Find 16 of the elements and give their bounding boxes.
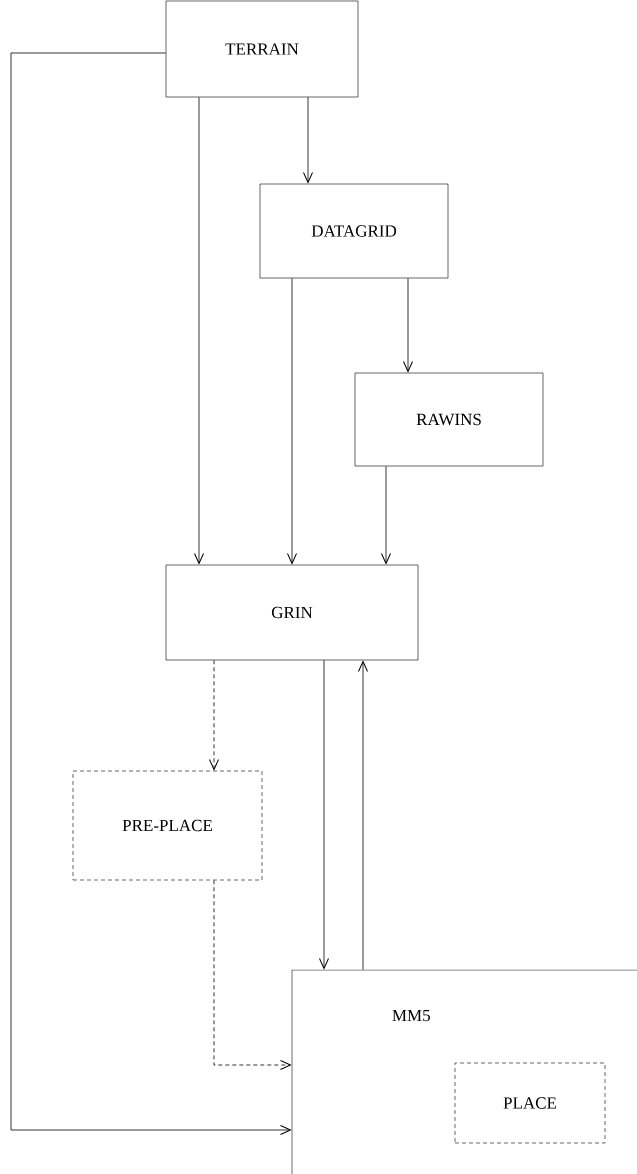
arrow bbox=[213, 879, 291, 1070]
arrow bbox=[287, 277, 297, 564]
arrow bbox=[381, 465, 391, 564]
arrow bbox=[358, 661, 368, 971]
dashed-box: PRE-PLACE bbox=[72, 770, 263, 881]
arrow bbox=[10, 52, 291, 1135]
process-box: GRIN bbox=[165, 564, 419, 661]
process-box: TERRAIN bbox=[165, 0, 359, 98]
arrow bbox=[403, 277, 413, 372]
arrow bbox=[319, 659, 329, 969]
process-box: DATAGRID bbox=[259, 183, 449, 279]
arrow bbox=[303, 96, 313, 183]
arrow bbox=[194, 96, 204, 564]
dashed-box: PLACE bbox=[454, 1062, 606, 1144]
arrow bbox=[209, 659, 219, 770]
process-box: RAWINS bbox=[354, 372, 544, 467]
